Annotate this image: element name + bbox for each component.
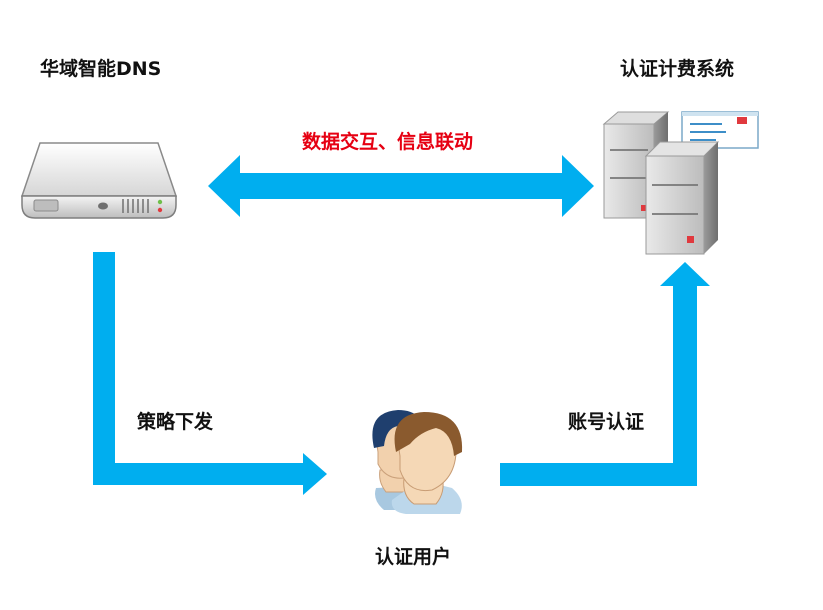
- user-front-icon: [391, 412, 463, 514]
- dns-label: 华域智能DNS: [40, 58, 162, 80]
- interaction-label: 数据交互、信息联动: [302, 131, 474, 153]
- users-icon: [372, 410, 463, 514]
- document-icon: [681, 111, 759, 149]
- strategy-label: 策略下发: [137, 411, 214, 433]
- auth-label: 账号认证: [568, 411, 645, 433]
- server-cluster-icon: [602, 111, 759, 255]
- strategy-arrow: [93, 252, 327, 495]
- user-label: 认证用户: [375, 546, 452, 568]
- auth-arrow: [500, 262, 710, 486]
- bidirectional-arrow: [208, 155, 594, 217]
- server-icon: [20, 142, 178, 219]
- billing-label: 认证计费系统: [620, 58, 735, 80]
